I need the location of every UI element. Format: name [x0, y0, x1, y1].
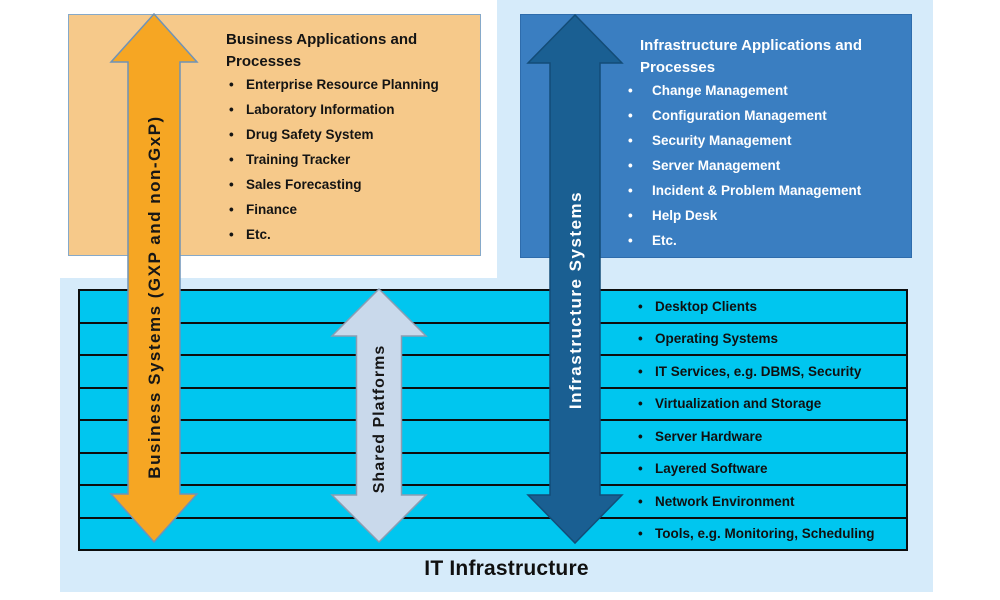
infrastructure-box-item: Help Desk: [628, 203, 861, 228]
business-box-item: Drug Safety System: [229, 122, 439, 147]
stack-row: Tools, e.g. Monitoring, Scheduling: [80, 516, 906, 550]
business-box-item: Training Tracker: [229, 147, 439, 172]
infrastructure-box-item: Incident & Problem Management: [628, 178, 861, 203]
stack-row: Virtualization and Storage: [80, 386, 906, 420]
stack-row: Operating Systems: [80, 321, 906, 355]
infrastructure-systems-arrow: [526, 13, 624, 545]
infrastructure-box-item: Configuration Management: [628, 103, 861, 128]
stack-row: Network Environment: [80, 484, 906, 517]
infrastructure-box-item: Security Management: [628, 128, 861, 153]
business-box-title: Business Applications and Processes: [226, 31, 418, 70]
business-systems-arrow: [109, 12, 199, 544]
stack-row: Layered Software: [80, 451, 906, 485]
business-box-item: Finance: [229, 197, 439, 222]
business-systems-arrow-label: Business Systems (GXP and non-GxP): [145, 115, 164, 479]
infrastructure-box-title: Infrastructure Applications and Processe…: [640, 37, 862, 76]
stack-row: IT Services, e.g. DBMS, Security: [80, 354, 906, 387]
shared-platforms-arrow-label: Shared Platforms: [371, 344, 388, 494]
stack-row: Desktop Clients: [80, 291, 906, 322]
business-box-item: Laboratory Information: [229, 97, 439, 122]
infrastructure-box-item: Etc.: [628, 228, 861, 253]
business-box-item: Sales Forecasting: [229, 172, 439, 197]
infrastructure-box-list: Change ManagementConfiguration Managemen…: [628, 78, 861, 253]
business-box-item: Etc.: [229, 222, 439, 247]
it-infrastructure-label: IT Infrastructure: [424, 557, 589, 580]
business-box-item: Enterprise Resource Planning: [229, 72, 439, 97]
shared-platforms-arrow: [330, 287, 428, 544]
business-box-list: Enterprise Resource PlanningLaboratory I…: [229, 72, 439, 247]
infrastructure-box-item: Server Management: [628, 153, 861, 178]
infrastructure-box-item: Change Management: [628, 78, 861, 103]
infrastructure-systems-arrow-label: Infrastructure Systems: [566, 190, 585, 410]
stack-row: Server Hardware: [80, 419, 906, 452]
